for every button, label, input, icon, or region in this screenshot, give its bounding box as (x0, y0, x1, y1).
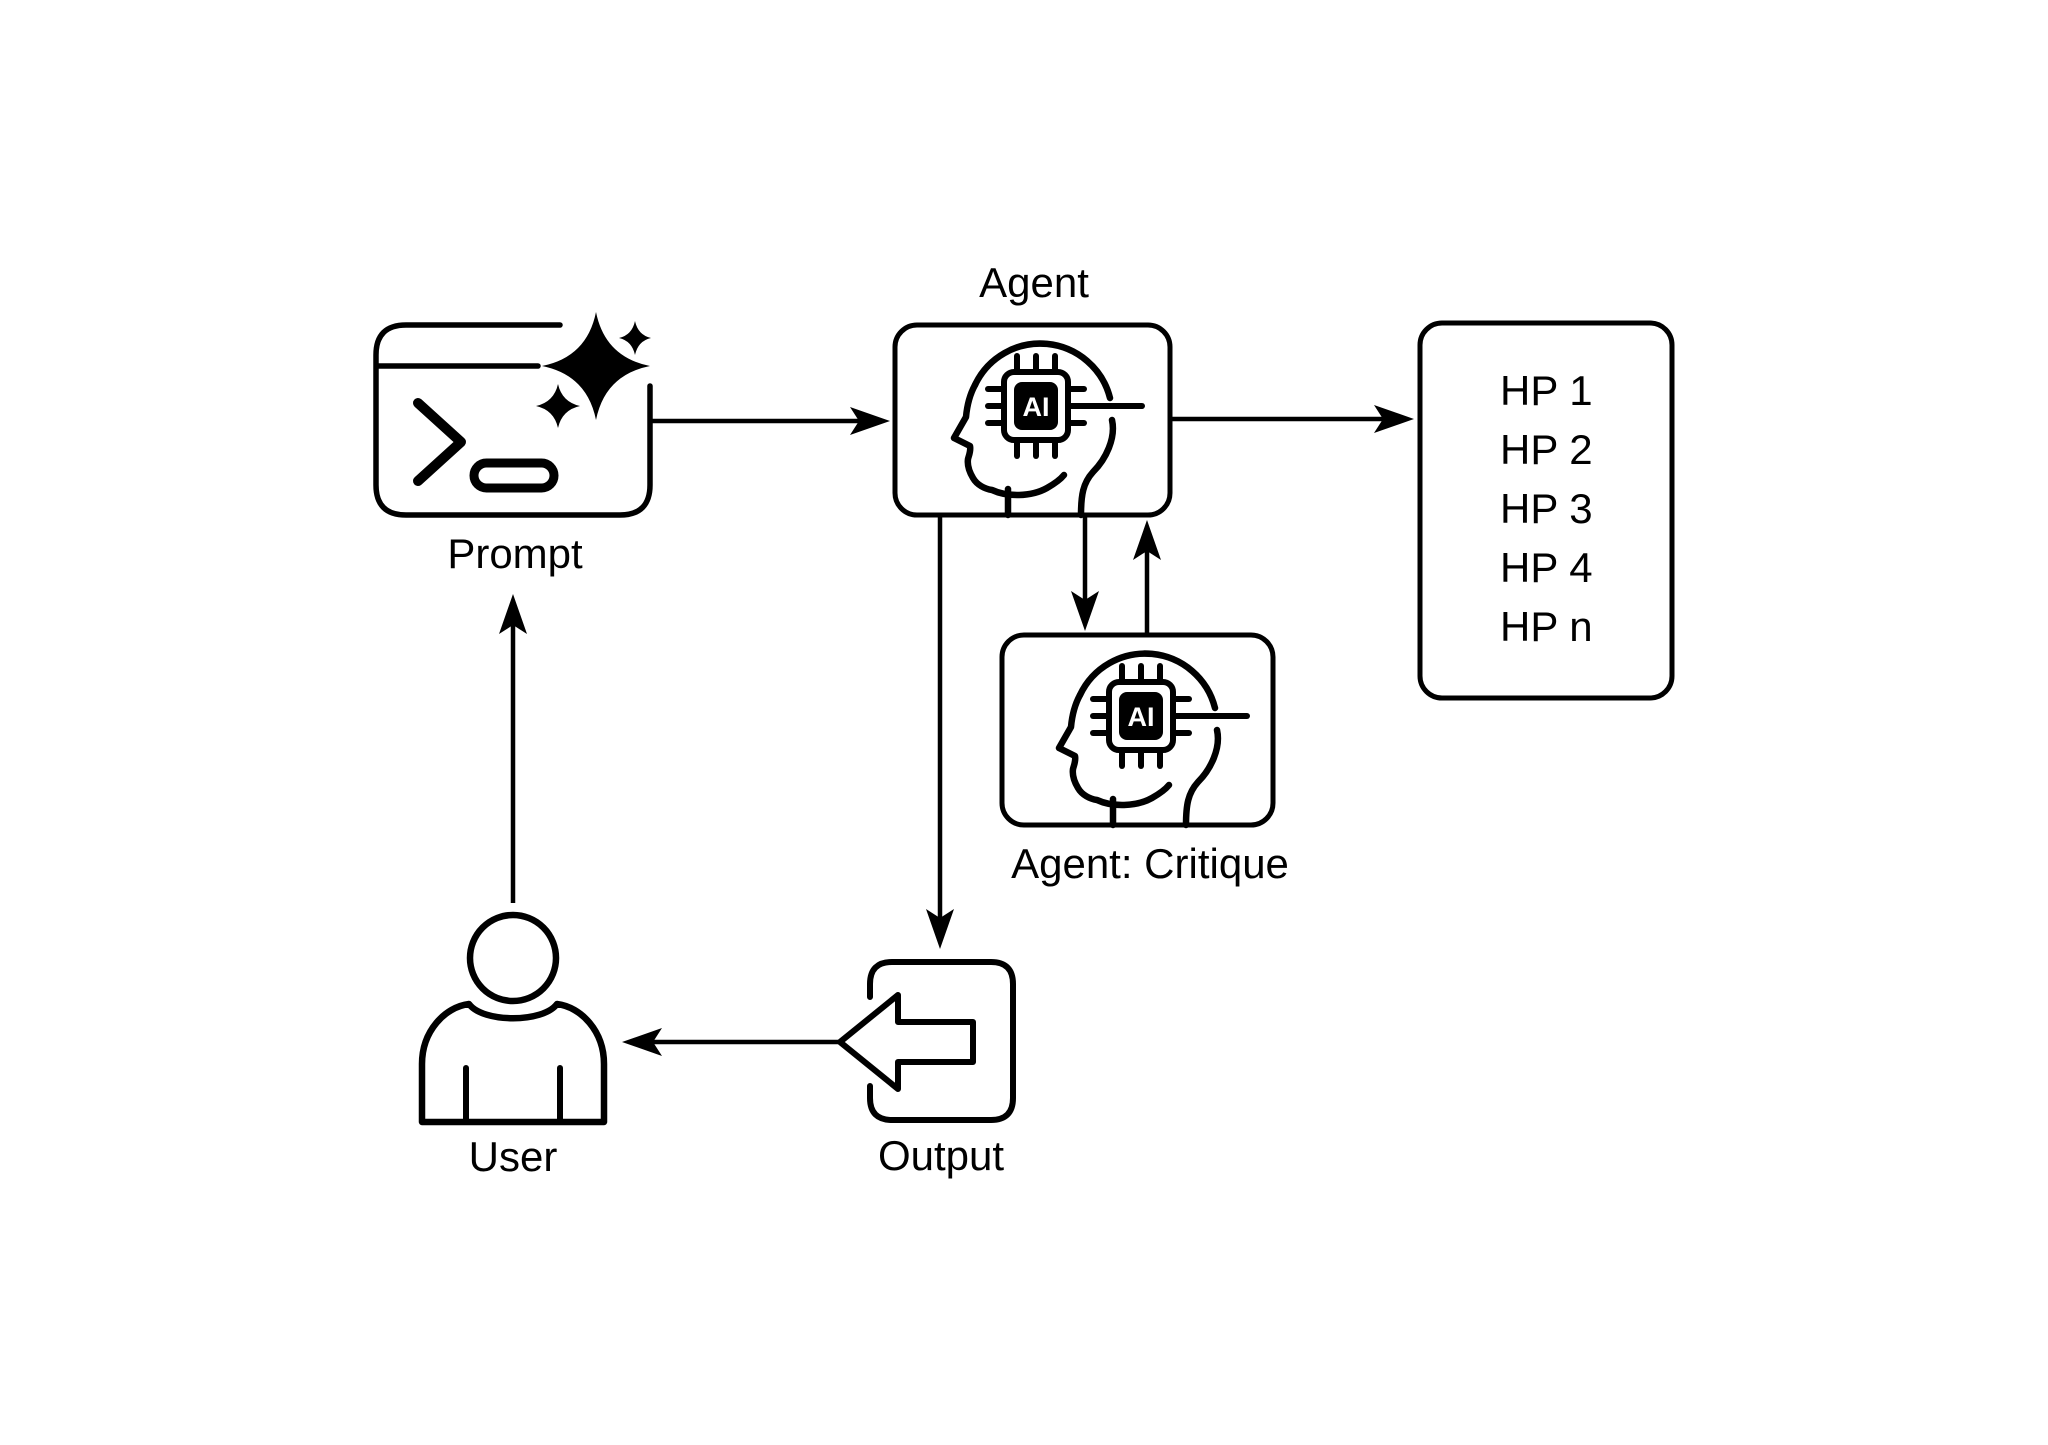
hp-list-box (1417, 320, 1675, 701)
arrow-user-to-prompt (499, 594, 527, 903)
hp-list-item: HP 2 (1500, 425, 1593, 473)
ai-head-chip-icon: AI (954, 344, 1142, 515)
output-label: Output (877, 1132, 1005, 1179)
user-label: User (468, 1133, 558, 1180)
hp-list-item: HP 1 (1500, 366, 1593, 414)
hp-list-item: HP n (1500, 602, 1593, 650)
arrow-agent-to-hp-list (1172, 405, 1414, 433)
terminal-window-sparkles-icon (373, 312, 653, 518)
arrow-agent-to-output (926, 516, 954, 949)
prompt-underscore-glyph (469, 458, 559, 493)
arrow-prompt-to-agent (652, 407, 890, 435)
prompt-chevron-glyph (413, 398, 466, 486)
arrow-output-to-user (622, 1028, 838, 1056)
chip-label: AI (1023, 392, 1050, 422)
arrow-agent-to-critique (1071, 516, 1099, 631)
chip-label: AI (1128, 702, 1155, 732)
arrow-critique-to-agent (1133, 520, 1161, 634)
export-arrow-icon (837, 959, 1016, 1123)
agent-label: Agent (979, 259, 1089, 306)
person-icon (418, 911, 608, 1126)
hp-list: HP 1 HP 2 HP 3 HP 4 HP n (1500, 361, 1593, 656)
hp-list-item: HP 3 (1500, 484, 1593, 532)
sparkle-icon (536, 312, 651, 428)
prompt-label: Prompt (447, 530, 583, 577)
agent-critique-label: Agent: Critique (1011, 840, 1289, 887)
ai-head-chip-icon: AI (1059, 654, 1247, 825)
hp-list-item: HP 4 (1500, 543, 1593, 591)
